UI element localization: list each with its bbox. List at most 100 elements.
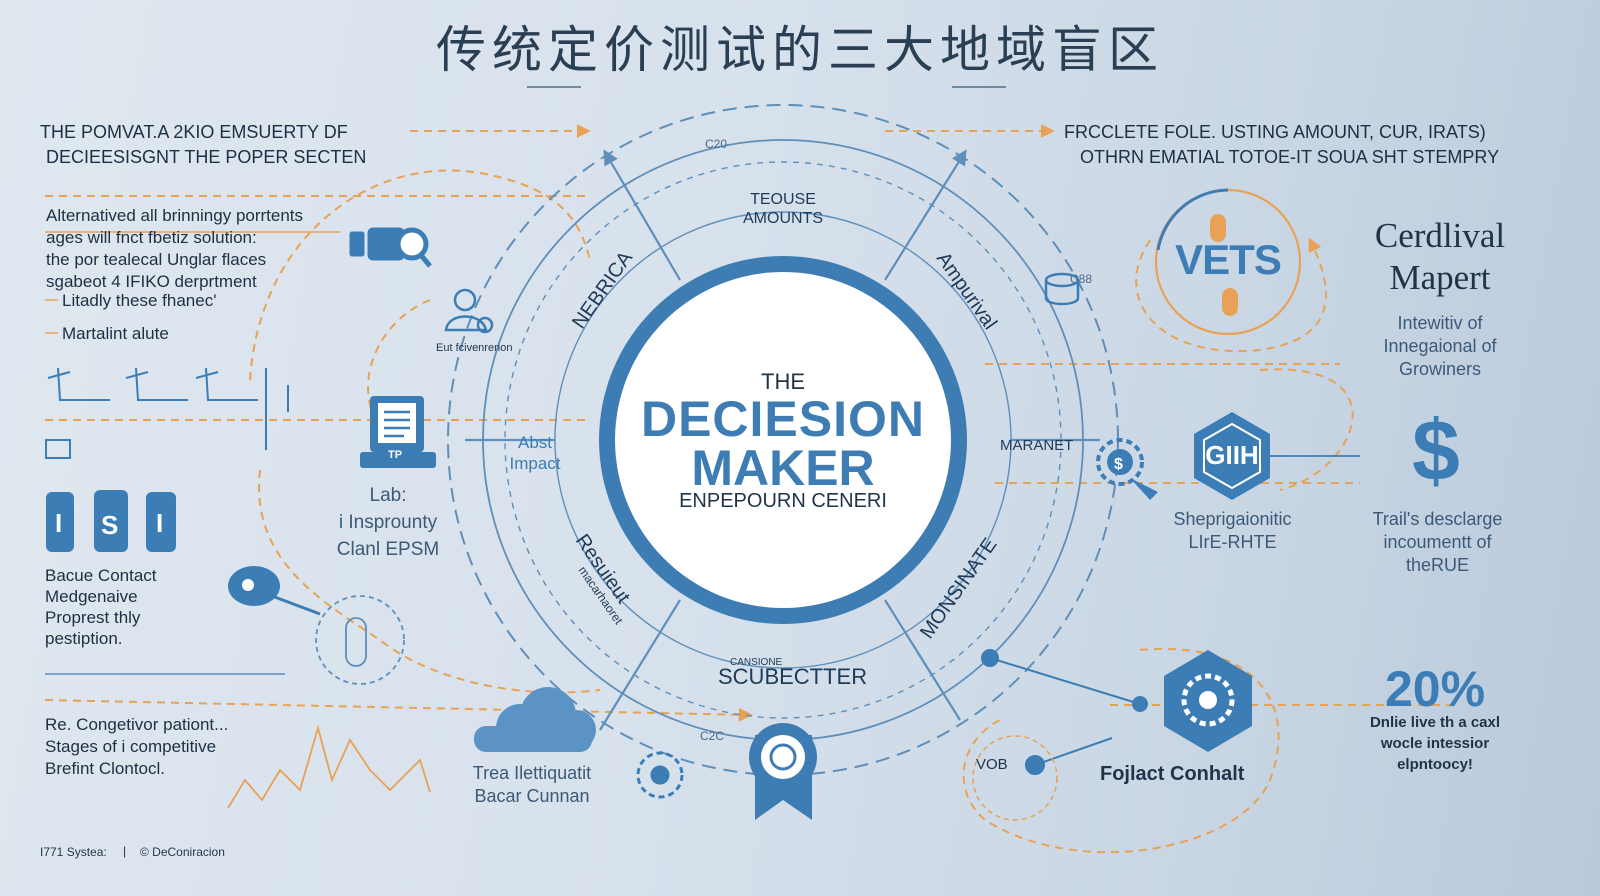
footer-right: © DeConiracion [140, 845, 225, 859]
left-block-line: Bacue Contact [45, 566, 157, 585]
chip-caption-line: LIrE-RHTE [1188, 532, 1277, 552]
right-sub-line: Growiners [1398, 359, 1482, 379]
right-sub: Intewitiv of Innegaional of Growiners [1360, 312, 1520, 381]
center-sub: ENPEPOURN CENERI [679, 490, 887, 512]
sparkline [227, 724, 431, 809]
top-right-line1: FRCCLETE FOLE. USTING AMOUNT, CUR, IRATS… [1064, 122, 1486, 142]
person-caption: Eut fcivenrenon [436, 342, 513, 354]
ring-label-bottom: SCUBECTTER [718, 664, 868, 689]
title-rule-left [527, 86, 581, 88]
left-paragraph: Alternatived all brinningy porrtents age… [46, 205, 303, 293]
percent-caption-line: Dnlie live th a caxl [1369, 714, 1501, 731]
svg-text:I: I [55, 508, 62, 538]
title-rule-right [952, 86, 1006, 88]
right-heading-line: Mapert [1389, 258, 1491, 297]
percent-caption-line: elpntoocy! [1397, 756, 1473, 773]
gear-icon [636, 751, 684, 799]
center-the: THE [761, 369, 805, 394]
vets-logo-icon [1154, 188, 1302, 336]
ring-label-top-line: TEOUSE [750, 191, 816, 208]
bottom-right-label: Fojlact Conhalt [1100, 763, 1245, 785]
left-block-line: Proprest thly [45, 608, 141, 627]
flow-lines [44, 124, 1450, 854]
lab-line: Clanl EPSM [336, 539, 440, 560]
mini-rig-icons [45, 367, 289, 459]
footer-separator: | [123, 844, 127, 858]
vob-ring [972, 735, 1058, 821]
svg-text:I: I [156, 508, 163, 538]
left-block-line: Medgenaive [45, 587, 138, 606]
chip-text: GIIH [1205, 440, 1259, 470]
pin-icon [228, 566, 321, 616]
center-disc [615, 272, 951, 608]
database-icon [1044, 272, 1080, 306]
ring-small-label: C20 [705, 137, 727, 151]
person-icon [444, 288, 494, 334]
left-bottom-block: Re. Congetivor pationt... Stages of i co… [45, 714, 228, 780]
chip-caption-line: Sheprigaionitic [1173, 509, 1292, 529]
left-bullet: Martalint alute [62, 324, 169, 343]
accent-lines [45, 231, 340, 334]
top-left-line1: THE POMVAT.A 2KIO EMSUERTY DF [40, 122, 348, 142]
dollar-caption-line: theRUE [1405, 555, 1470, 575]
dollar-caption-line: Trail's desclarge [1372, 509, 1503, 529]
shield-gear-icon: $ [1096, 438, 1158, 500]
hexagon-chip-icon [1194, 412, 1360, 500]
left-bottom-line: Re. Congetivor pationt... [45, 715, 229, 734]
right-heading-line: Cerdlival [1374, 216, 1506, 255]
left-paragraph-line: sgabeot 4 IFIKO derprtment [46, 272, 257, 291]
gear-hexagon-icon [1164, 650, 1252, 752]
dollar-icon: $ [1412, 403, 1460, 499]
cloud-icon [474, 687, 596, 752]
ring-label-left-line: Abst [517, 433, 553, 452]
percent-value: 20% [1384, 661, 1486, 717]
vob-label: VOB [976, 756, 1008, 773]
left-bottom-line: Stages of i competitive [45, 737, 217, 756]
center-line1: DECIESION [640, 391, 926, 447]
page-title: 传统定价测试的三大地域盲区 [436, 21, 1164, 79]
device-label: TP [388, 449, 403, 461]
lab-block: Lab: i Insprounty Clanl EPSM [318, 482, 458, 563]
ring-label-right: MARANET [1000, 437, 1074, 454]
left-block-line: pestiption. [45, 629, 123, 648]
ring-label-bottom-small: CANSIONE [730, 657, 783, 668]
svg-text:$: $ [1114, 456, 1123, 473]
center-line2: MAKER [691, 440, 875, 496]
left-paragraph-line: Alternatived all brinningy porrtents [46, 206, 304, 225]
ring-label-upper-left: NEBRICA [568, 247, 637, 333]
lab-line: Lab: [369, 485, 407, 506]
percent-caption-line: wocle intessior [1380, 735, 1490, 752]
cloud-caption: Trea Ilettiquatit Bacar Cunnan [452, 762, 612, 808]
top-left-line2: DECIEESISGNT THE POPER SECTEN [46, 147, 367, 167]
footer-left: I771 Systea: [40, 845, 107, 859]
svg-text:S: S [101, 510, 118, 540]
dollar-caption: Trail's desclarge incoumentt of theRUE [1350, 508, 1525, 577]
ring-spokes [465, 149, 1100, 731]
ring-label-upper-right: Ampurival [932, 248, 1001, 333]
left-paragraph-line: ages will fnct fbetiz solution: [46, 228, 257, 247]
cloud-caption-line: Trea Ilettiquatit [472, 763, 592, 783]
cloud-caption-line: Bacar Cunnan [474, 786, 590, 806]
percent-caption: Dnlie live th a caxl wocle intessior elp… [1345, 712, 1525, 775]
lab-line: i Insprounty [338, 512, 438, 533]
ring-label-top-line: AMOUNTS [743, 210, 823, 227]
left-bullet: Litadly these fhanec' [62, 291, 217, 310]
right-sub-line: Intewitiv of [1397, 313, 1483, 333]
coins-icon [46, 490, 176, 552]
ring-label-left-line: Impact [509, 454, 561, 473]
right-sub-line: Innegaional of [1383, 336, 1497, 356]
chip-caption: Sheprigaionitic LIrE-RHTE [1140, 508, 1325, 554]
camera-icon [349, 227, 432, 268]
ring-small-label: C2C [700, 729, 724, 743]
badge-icon [749, 723, 817, 820]
vets-logo-text: VETS [1175, 236, 1282, 283]
dollar-caption-line: incoumentt of [1383, 532, 1492, 552]
capsule-icon [315, 595, 405, 685]
ring-label-left: Abst Impact [500, 432, 570, 474]
connector-lines [981, 649, 1148, 775]
top-right-line2: OTHRN EMATIAL TOTOE-IT SOUA SHT STEMPRY [1080, 147, 1500, 167]
left-bottom-line: Brefint Clontocl. [45, 759, 165, 778]
left-paragraph-line: the por tealecal Unglar flaces [46, 250, 267, 269]
right-heading: Cerdlival Mapert [1350, 215, 1530, 299]
